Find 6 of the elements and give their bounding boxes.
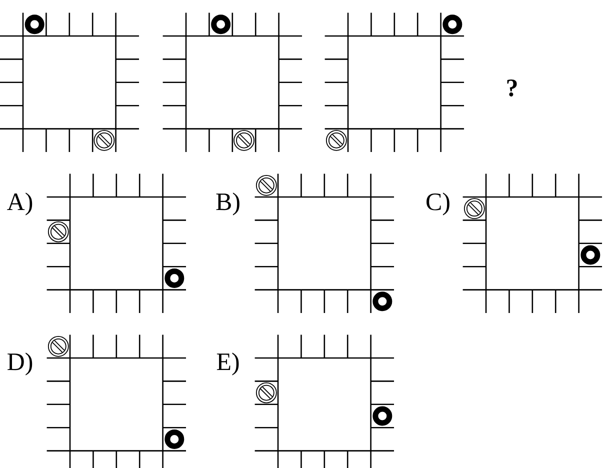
option-label: B): [216, 192, 240, 216]
option-label: E): [216, 352, 239, 376]
option-label: C): [426, 192, 450, 216]
option-label: A): [7, 192, 32, 216]
question-mark: ?: [507, 80, 517, 96]
option-label: D): [8, 352, 32, 376]
